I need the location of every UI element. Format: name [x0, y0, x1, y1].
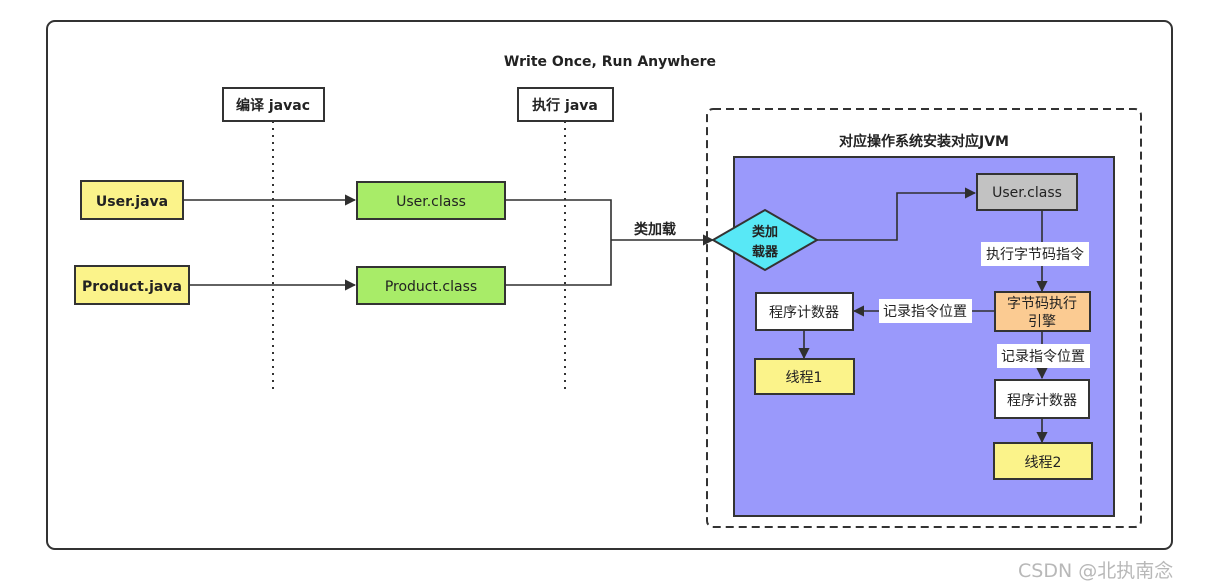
thread1-label: 线程1 — [786, 370, 823, 386]
stage-compile-box — [222, 87, 325, 122]
program-counter-left-label: 程序计数器 — [769, 305, 839, 321]
exec-bytecode-label-bg — [981, 242, 1089, 266]
thread2-label: 线程2 — [1025, 455, 1062, 471]
product-class-label: Product.class — [385, 279, 477, 295]
user-class-label: User.class — [396, 194, 466, 210]
execution-engine-label-line1: 字节码执行 — [1007, 296, 1077, 312]
load-arrow — [817, 187, 977, 241]
user-java-box — [80, 180, 184, 220]
stage-compile-label: 编译 javac — [236, 97, 310, 114]
user-java-label: User.java — [96, 194, 168, 210]
execution-engine-label-line2: 引擎 — [1028, 314, 1056, 330]
loaded-class-label: User.class — [992, 185, 1062, 201]
diagram-title: Write Once, Run Anywhere — [504, 54, 716, 70]
class-loading-label: 类加载 — [634, 221, 676, 238]
product-java-label: Product.java — [82, 279, 182, 295]
record-left-label-bg — [879, 299, 972, 323]
loaded-class-box — [976, 173, 1078, 211]
program-counter-right-label: 程序计数器 — [1007, 393, 1077, 409]
program-counter-left-box — [755, 292, 854, 331]
jvm-title: 对应操作系统安装对应JVM — [839, 133, 1009, 150]
execution-engine-box — [994, 291, 1091, 332]
stage-execute-label: 执行 java — [532, 97, 598, 114]
thread2-box — [993, 442, 1093, 480]
record-down-label-bg — [997, 344, 1090, 368]
record-down-label: 记录指令位置 — [1001, 349, 1085, 365]
watermark-text: CSDN @北执南念 — [1018, 560, 1174, 582]
record-left-label: 记录指令位置 — [883, 304, 967, 320]
stage-execute-box — [517, 87, 614, 122]
jvm-container — [706, 108, 1142, 528]
thread1-box — [754, 358, 855, 395]
class-loader-label-line2: 载器 — [752, 244, 779, 260]
class-files-bracket — [505, 199, 612, 286]
class-loader-label-line1: 类加 — [752, 224, 778, 240]
exec-bytecode-label: 执行字节码指令 — [986, 247, 1084, 263]
